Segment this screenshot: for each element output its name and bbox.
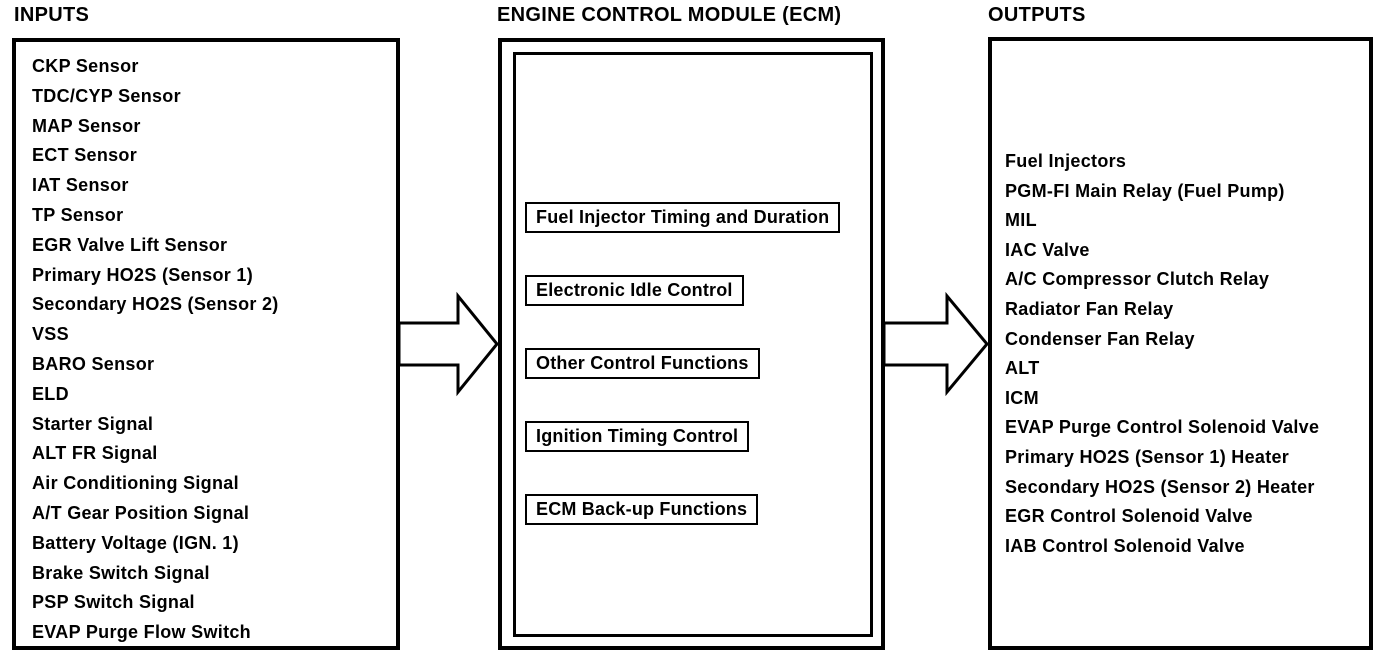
output-device-item: IAC Valve xyxy=(1005,239,1090,260)
ecm-function-box: Fuel Injector Timing and Duration xyxy=(525,202,841,233)
output-device-item: A/C Compressor Clutch Relay xyxy=(1005,269,1270,290)
ecm-to-outputs-arrow-icon xyxy=(882,291,989,397)
output-device-item: MIL xyxy=(1005,210,1037,231)
ecm-function-box: Other Control Functions xyxy=(525,348,760,379)
input-signal-item: EVAP Purge Flow Switch xyxy=(32,622,251,643)
input-signal-item: ALT FR Signal xyxy=(32,443,158,464)
output-device-item: Primary HO2S (Sensor 1) Heater xyxy=(1005,446,1290,467)
input-signal-item: TDC/CYP Sensor xyxy=(32,85,181,106)
input-signal-item: CKP Sensor xyxy=(32,56,139,76)
input-signal-item: ECT Sensor xyxy=(32,145,138,166)
output-device-item: Radiator Fan Relay xyxy=(1005,298,1174,319)
input-signal-item: BARO Sensor xyxy=(32,353,155,374)
inputs-to-ecm-arrow-icon xyxy=(397,291,499,397)
input-signal-item: PSP Switch Signal xyxy=(32,592,195,613)
inputs-title: INPUTS xyxy=(14,4,90,26)
ecm-function-box: ECM Back-up Functions xyxy=(525,494,759,525)
input-signal-item: Secondary HO2S (Sensor 2) xyxy=(32,294,279,315)
output-device-item: ALT xyxy=(1005,358,1040,379)
input-signal-item: Air Conditioning Signal xyxy=(32,473,239,494)
input-signal-item: Battery Voltage (IGN. 1) xyxy=(32,532,239,553)
output-device-item: IAB Control Solenoid Valve xyxy=(1005,535,1245,556)
output-device-item: Fuel Injectors xyxy=(1005,151,1127,171)
output-device-item: EGR Control Solenoid Valve xyxy=(1005,506,1253,527)
input-signal-item: ELD xyxy=(32,383,69,404)
ecm-title: ENGINE CONTROL MODULE (ECM) xyxy=(497,4,842,26)
input-signal-item: TP Sensor xyxy=(32,204,124,225)
input-signal-item: IAT Sensor xyxy=(32,175,129,196)
output-device-item: PGM-FI Main Relay (Fuel Pump) xyxy=(1005,180,1285,201)
input-signal-item: MAP Sensor xyxy=(32,115,141,136)
input-signal-item: Starter Signal xyxy=(32,413,154,434)
output-device-item: EVAP Purge Control Solenoid Valve xyxy=(1005,417,1320,438)
output-device-item: Condenser Fan Relay xyxy=(1005,328,1195,349)
output-device-item: Secondary HO2S (Sensor 2) Heater xyxy=(1005,476,1315,497)
input-signal-item: A/T Gear Position Signal xyxy=(32,502,250,523)
ecm-function-box: Electronic Idle Control xyxy=(525,275,744,306)
input-signal-item: Primary HO2S (Sensor 1) xyxy=(32,264,253,285)
input-signal-item: VSS xyxy=(32,324,69,345)
input-signal-item: EGR Valve Lift Sensor xyxy=(32,234,228,255)
outputs-title: OUTPUTS xyxy=(988,4,1086,26)
output-device-item: ICM xyxy=(1005,387,1039,408)
input-signal-item: Brake Switch Signal xyxy=(32,562,210,583)
ecm-function-box: Ignition Timing Control xyxy=(525,421,750,452)
